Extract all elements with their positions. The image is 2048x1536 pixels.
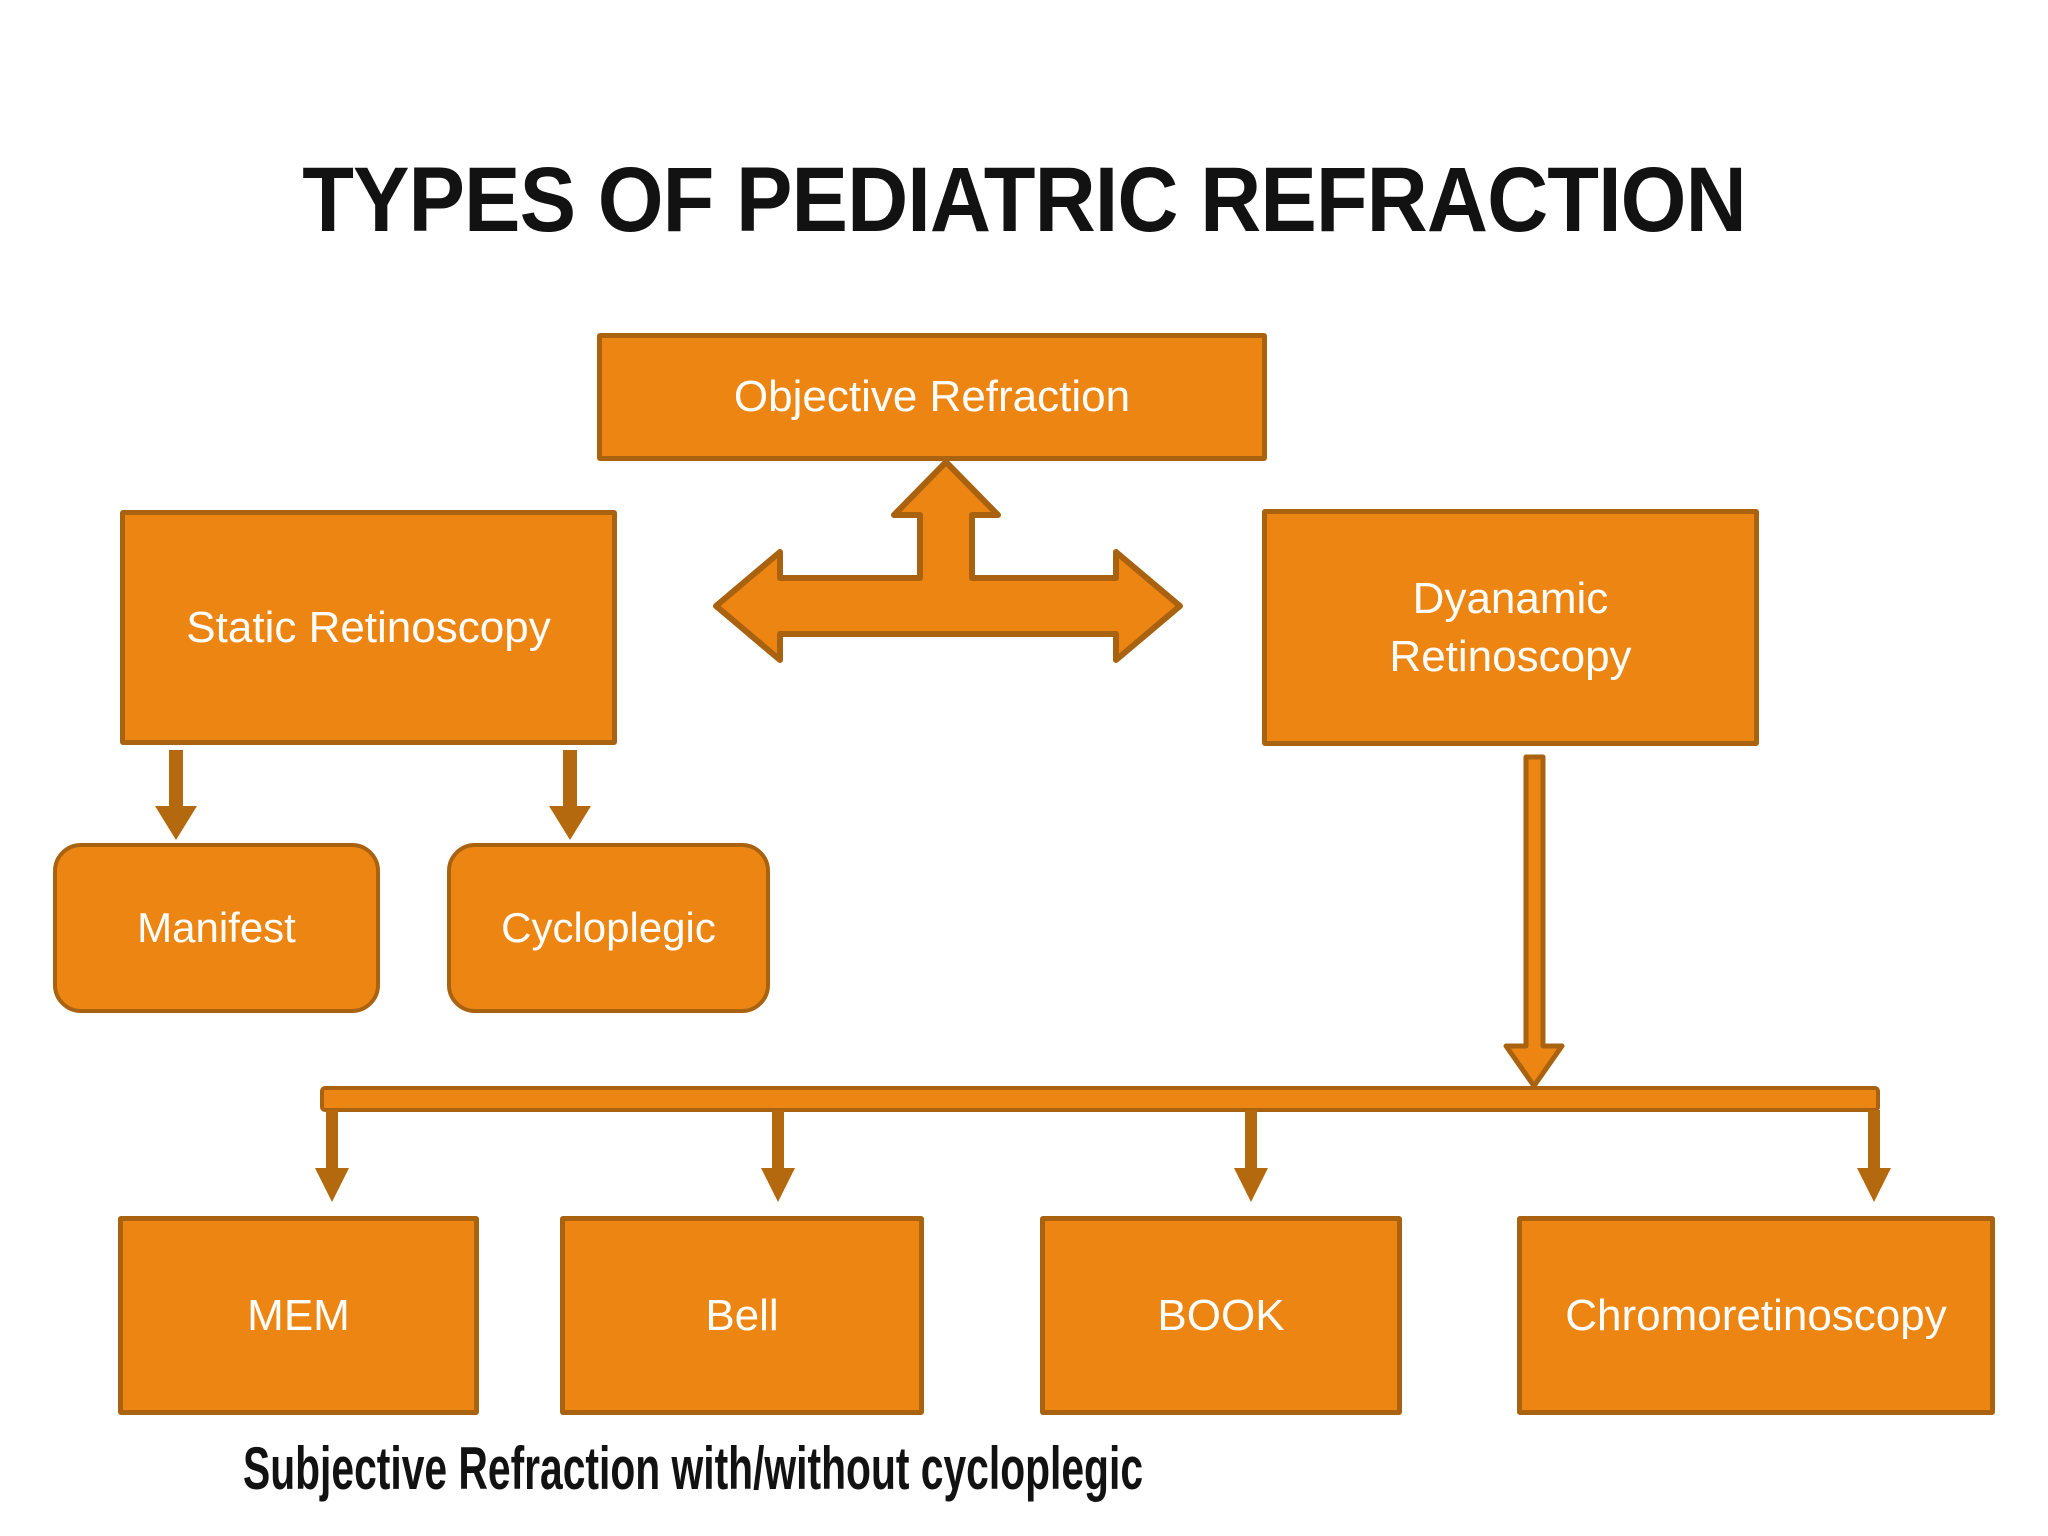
- node-manifest: Manifest: [53, 843, 380, 1013]
- node-label: Objective Refraction: [733, 372, 1131, 422]
- node-label: BOOK: [1157, 1290, 1285, 1340]
- down-arrow-mem-icon: [315, 1110, 349, 1202]
- node-label: MEM: [247, 1290, 350, 1340]
- node-mem: MEM: [118, 1216, 479, 1415]
- node-label: Chromoretinoscopy: [1565, 1290, 1947, 1340]
- node-label: Manifest: [137, 903, 296, 951]
- down-arrow-book-icon: [1234, 1110, 1268, 1202]
- long-down-arrow-icon: [1503, 754, 1565, 1089]
- down-arrow-cycloplegic-icon: [549, 750, 591, 840]
- node-chromoretinoscopy: Chromoretinoscopy: [1517, 1216, 1995, 1415]
- node-static-retinoscopy: Static Retinoscopy: [120, 510, 617, 745]
- node-bell: Bell: [560, 1216, 924, 1415]
- page-title: TYPES OF PEDIATRIC REFRACTION: [302, 149, 1747, 251]
- node-book: BOOK: [1040, 1216, 1402, 1415]
- down-arrow-chromo-icon: [1857, 1110, 1891, 1202]
- node-label: Dyanamic Retinoscopy: [1389, 574, 1632, 681]
- node-cycloplegic: Cycloplegic: [447, 843, 770, 1013]
- distribution-bar: [320, 1086, 1880, 1112]
- three-way-arrow-icon: [713, 459, 1183, 663]
- down-arrow-manifest-icon: [155, 750, 197, 840]
- down-arrow-bell-icon: [761, 1110, 795, 1202]
- node-label: Bell: [705, 1290, 779, 1340]
- node-objective-refraction: Objective Refraction: [597, 333, 1267, 461]
- node-label: Cycloplegic: [501, 903, 716, 951]
- node-label: Static Retinoscopy: [186, 602, 551, 652]
- node-dynamic-retinoscopy: Dyanamic Retinoscopy: [1262, 509, 1759, 746]
- subjective-refraction-note: Subjective Refraction with/without cyclo…: [243, 1435, 1144, 1502]
